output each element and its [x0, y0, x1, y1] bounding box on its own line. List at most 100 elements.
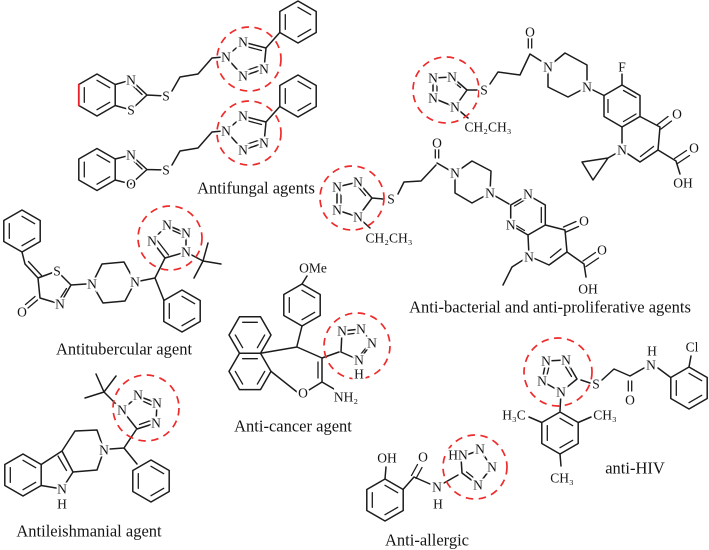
atom-label-N: N — [238, 143, 248, 158]
double-bond-ticks — [130, 45, 263, 96]
naphthalene-ring — [228, 352, 272, 391]
atom-label-O: O — [597, 243, 607, 258]
atom-label-H3C: H₃C — [502, 408, 525, 423]
atom-label-H: H — [647, 344, 657, 359]
atom-label-N: N — [428, 91, 438, 106]
atom-label-ethyl: CH₂CH₃ — [366, 231, 413, 246]
atom-label-N: N — [537, 374, 547, 389]
atom-label-N: N — [152, 396, 162, 411]
atom-label-N: N — [582, 80, 592, 95]
phenyl-ring — [132, 459, 170, 503]
atom-label-N: N — [162, 218, 172, 233]
atom-label-O: O — [579, 214, 589, 229]
atom-label-N: N — [561, 353, 571, 368]
tetrazole-highlight-circle — [216, 100, 282, 166]
bonds — [528, 355, 692, 467]
molecule-antiallergic: OH O N H HN N N N — [366, 434, 508, 522]
atom-label-N: N — [617, 143, 627, 158]
group-label-anticancer: Anti-cancer agent — [234, 417, 352, 436]
atom-label-N: N — [556, 385, 566, 400]
tetrazole-highlight-circle — [323, 312, 391, 380]
phenyl-ring — [3, 209, 41, 253]
atom-label-O: O — [525, 25, 535, 40]
atom-label-O: O — [689, 141, 699, 156]
tetrazole-highlight-circle — [137, 205, 203, 271]
bonds — [336, 160, 524, 286]
bonds — [21, 224, 222, 305]
tetrazole-highlight-circle — [412, 56, 480, 124]
atom-label-N: N — [450, 166, 460, 181]
double-bond-ticks — [549, 220, 600, 268]
bonds — [432, 52, 623, 181]
tetrazole-highlight-circle — [442, 434, 508, 500]
group-label-antibacterial: Anti-bacterial and anti-proliferative ag… — [409, 298, 691, 317]
chlorophenyl-ring — [670, 366, 708, 410]
molecule-antibacterial-pyridopyrimidine: N N N N CH₂CH₃ S O N N N N N O O OH — [319, 134, 609, 299]
atom-label-OH: OH — [578, 282, 598, 297]
atom-label-OMe: OMe — [299, 261, 327, 276]
aromatic-inner-lines — [513, 199, 542, 232]
atom-label-S: S — [127, 103, 135, 118]
molecule-antifungal-benzoxazole: N O S N N N N — [78, 74, 317, 194]
phenyl-ring — [163, 289, 201, 333]
atom-label-N: N — [130, 275, 140, 290]
double-bond-ticks — [410, 454, 490, 481]
atom-label-N: N — [57, 482, 67, 497]
atom-label-N: N — [475, 442, 485, 457]
atom-label-O: O — [672, 107, 682, 122]
tetrazole-highlight-circle — [216, 26, 282, 92]
group-label-antihiv: anti-HIV — [605, 459, 665, 478]
atom-label-N: N — [126, 73, 136, 88]
molecule-antifungal-benzothiazole: N S S N N N N — [77, 0, 317, 120]
atom-label-O: O — [17, 305, 27, 320]
pyridinone-ring — [621, 115, 661, 163]
atom-label-N: N — [117, 403, 127, 418]
atom-label-N: N — [147, 234, 157, 249]
atom-label-S: S — [387, 192, 395, 207]
atom-label-CH3: CH₃ — [593, 408, 617, 423]
atom-label-O: O — [625, 393, 635, 408]
atom-label-HN: HN — [448, 448, 468, 463]
atom-label-N: N — [181, 226, 191, 241]
atom-label-S: S — [162, 89, 170, 104]
benzene-ring — [78, 73, 116, 117]
atom-label-N: N — [238, 109, 248, 124]
atom-label-O: O — [298, 386, 308, 401]
carboxyl-bonds — [657, 149, 681, 175]
atom-label-ethyl: CH₂CH₃ — [465, 120, 512, 135]
aromatic-ring — [603, 84, 641, 128]
atom-label-S: S — [592, 377, 600, 392]
atom-label-N: N — [353, 175, 363, 190]
atom-label-N: N — [523, 187, 533, 202]
tetrazole-highlight-circle — [319, 165, 385, 231]
molecule-anticancer: OMe O NH₂ N N N N H — [228, 259, 391, 407]
atom-label-N: N — [432, 480, 442, 495]
double-bond-ticks — [639, 115, 691, 165]
group-label-antiallergic: Anti-allergic — [385, 531, 469, 550]
double-bond-ticks — [436, 37, 533, 96]
atom-label-O: O — [432, 136, 442, 151]
atom-label-S: S — [162, 163, 170, 178]
atom-label-O: O — [126, 177, 136, 192]
atom-label-N: N — [353, 210, 363, 225]
group-label-antifungal: Antifungal agents — [197, 179, 315, 198]
atom-label-N: N — [541, 354, 551, 369]
molecule-antihiv: N N N N S O N H Cl H₃C CH₃ CH₃ — [500, 337, 708, 488]
atom-label-NH2: NH₂ — [334, 390, 358, 405]
tetrazole-highlight-circle — [523, 337, 593, 407]
bonds — [114, 31, 281, 111]
double-bond-ticks — [24, 228, 183, 309]
bonds — [259, 275, 373, 393]
atom-label-OH: OH — [377, 451, 397, 466]
atom-label-N: N — [524, 250, 534, 265]
phenyl-ring — [279, 0, 317, 44]
atom-label-H: H — [433, 497, 443, 512]
atom-label-N: N — [238, 69, 248, 84]
atom-label-F: F — [618, 60, 626, 75]
mesityl-ring — [541, 411, 579, 455]
atom-label-N: N — [354, 353, 364, 368]
molecule-antibacterial-fluoroquinolone: N N N N CH₂CH₃ S O N N F N O O OH — [412, 23, 701, 193]
tetrazole-highlight-circle — [112, 374, 180, 442]
molecule-antileishmanial: N H N N N N N — [4, 373, 180, 514]
